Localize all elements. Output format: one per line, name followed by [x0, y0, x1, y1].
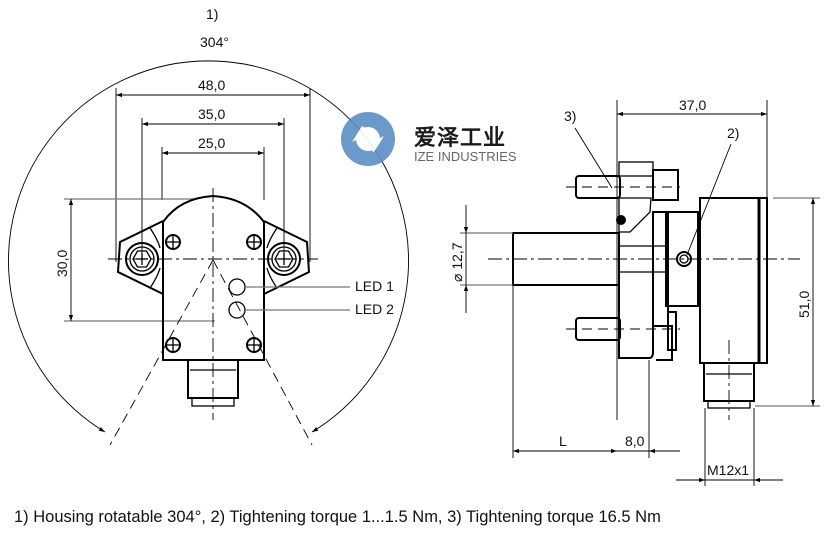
- dim-depth: 37,0: [679, 97, 706, 113]
- dim-shaft-diameter: ⌀ 12,7: [449, 242, 465, 282]
- dim-connector: M12x1: [707, 462, 749, 478]
- watermark-name-en: IZE INDUSTRIES: [414, 149, 517, 164]
- led-1-indicator: [228, 278, 246, 296]
- dim-width-outer: 48,0: [198, 77, 225, 93]
- dim-width-inner: 25,0: [198, 135, 225, 151]
- sensor-housing: [162, 194, 265, 361]
- footnote-ref-1: 1): [206, 6, 218, 22]
- callout-2: 2): [727, 125, 739, 141]
- side-view: 37,0 3) 2): [449, 97, 820, 486]
- screw-icon: [165, 234, 262, 353]
- dim-width-mid: 35,0: [198, 106, 225, 122]
- watermark-name-cn: 爱泽工业: [414, 126, 507, 151]
- rotation-arc: [8, 60, 409, 433]
- dim-height-side: 51,0: [796, 291, 812, 318]
- mounting-flange: [116, 220, 164, 295]
- footnote-text: 1) Housing rotatable 304°, 2) Tightening…: [14, 508, 661, 526]
- mounting-block: [618, 232, 673, 361]
- led-1-label: LED 1: [355, 278, 394, 294]
- top-view: 1) 304° 48,0 35,0 25,0 30,0: [8, 6, 409, 446]
- sensor-body: [699, 197, 768, 364]
- callout-3: 3): [564, 108, 576, 124]
- rotation-label: 304°: [200, 34, 229, 50]
- dim-height: 30,0: [54, 250, 70, 277]
- watermark-logo: [341, 112, 395, 166]
- dim-flange: 8,0: [625, 433, 645, 449]
- led-2-label: LED 2: [355, 301, 394, 317]
- dim-length: L: [559, 433, 567, 449]
